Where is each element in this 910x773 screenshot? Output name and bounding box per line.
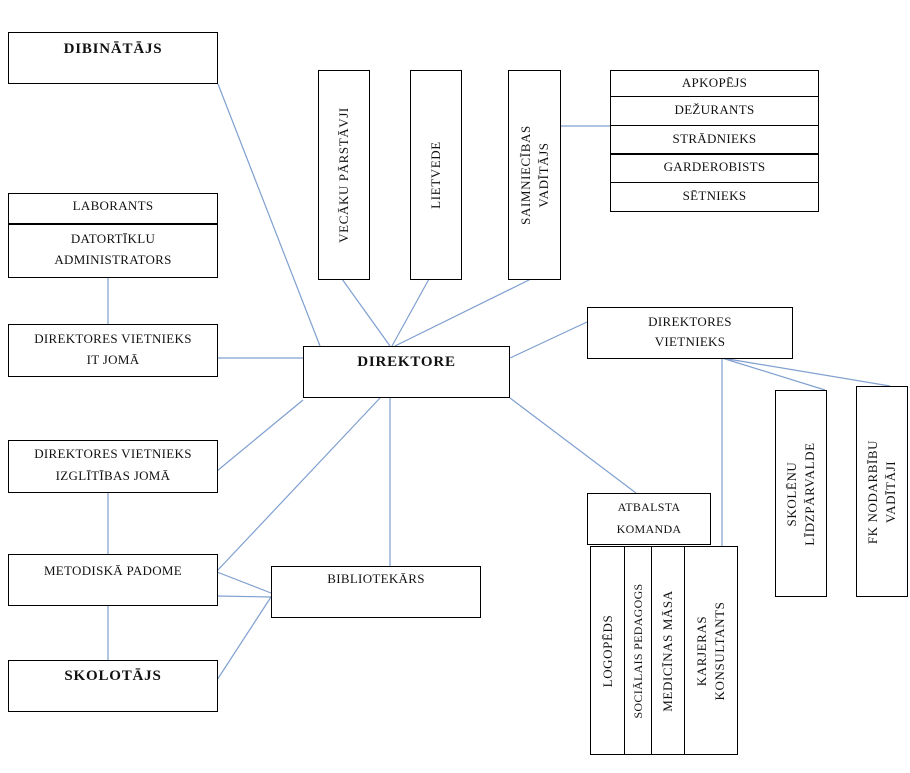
node-datortiklu-line1: DATORTĪKLU	[70, 231, 156, 246]
node-label: LIETVEDE	[428, 141, 443, 209]
node-label: SKOLĒNU LĪDZPĀRVALDE	[783, 442, 819, 545]
divider	[9, 223, 217, 225]
label-line-1: SKOLĒNU	[784, 461, 799, 526]
node-lietvede: LIETVEDE	[410, 70, 462, 280]
divider	[611, 96, 818, 97]
line-direktore-izglitibas	[216, 399, 304, 472]
label-line-2: IT JOMĀ	[86, 352, 140, 367]
label-line-1: KARJERAS	[694, 615, 709, 686]
line-bibliotekars-skolotajs	[216, 596, 272, 681]
node-karjeras-konsultants: KARJERAS KONSULTANTS	[684, 546, 738, 755]
node-label: LOGOPĒDS	[599, 614, 615, 687]
divider	[611, 153, 818, 155]
node-datortiklu-line2: ADMINISTRATORS	[54, 252, 172, 267]
line-direktore-atbalsta	[509, 397, 637, 494]
line-lietvede-direktore	[391, 278, 430, 347]
staff-garderobists: GARDEROBISTS	[663, 159, 766, 174]
node-label: SOCIĀLAIS PEDAGOGS	[631, 582, 645, 719]
divider	[611, 182, 818, 183]
line-saimniecibas-direktore	[394, 278, 532, 347]
node-laborants-group: LABORANTS DATORTĪKLU ADMINISTRATORS	[8, 193, 218, 278]
line-metodiska-bibliotekars-2	[216, 595, 272, 598]
node-logopeds: LOGOPĒDS	[590, 546, 625, 755]
node-label: DIBINĀTĀJS	[63, 41, 163, 57]
node-vecaku-parstavji: VECĀKU PĀRSTĀVJI	[318, 70, 370, 280]
line-metodiska-bibliotekars	[216, 571, 272, 594]
line-vecaku-direktore	[341, 278, 391, 347]
divider	[611, 125, 818, 126]
label-line-2: LĪDZPĀRVALDE	[802, 441, 817, 546]
node-skolenu-lidzparvalde: SKOLĒNU LĪDZPĀRVALDE	[775, 390, 827, 597]
node-label: FK NODARBĪBU VADĪTĀJI	[864, 439, 900, 543]
staff-dezurants: DEŽURANTS	[674, 102, 755, 117]
line-dibinatajs-direktore	[217, 83, 321, 347]
staff-list: APKOPĒJS DEŽURANTS STRĀDNIEKS GARDEROBIS…	[610, 70, 819, 212]
node-label: BIBLIOTEKĀRS	[327, 571, 425, 586]
label-line-2: VADĪTĀJS	[535, 142, 551, 208]
label-line-1: ATBALSTA	[617, 500, 681, 514]
node-medicinas-masa: MEDICĪNAS MĀSA	[651, 546, 685, 755]
node-atbalsta-komanda: ATBALSTA KOMANDA	[587, 493, 711, 545]
node-label: SKOLOTĀJS	[64, 668, 162, 684]
label-line-2: VIETNIEKS	[654, 334, 726, 349]
label-line-1: FK NODARBĪBU	[865, 439, 880, 544]
staff-stradnieks: STRĀDNIEKS	[672, 131, 757, 146]
line-direktore-vietnieks	[509, 321, 588, 359]
node-label: SAIMNIECĪBAS VADĪTĀJS	[517, 125, 553, 225]
node-saimniecibas-vaditajs: SAIMNIECĪBAS VADĪTĀJS	[508, 70, 561, 280]
node-vietnieks-it: DIREKTORES VIETNIEKS IT JOMĀ	[8, 324, 218, 377]
node-bibliotekars: BIBLIOTEKĀRS	[271, 566, 481, 618]
label-line-2: KOMANDA	[616, 522, 682, 536]
label-line-1: SAIMNIECĪBAS	[517, 125, 533, 225]
node-direktores-vietnieks: DIREKTORES VIETNIEKS	[587, 307, 793, 359]
node-socialais-pedagogs: SOCIĀLAIS PEDAGOGS	[624, 546, 652, 755]
staff-apkopejs: APKOPĒJS	[681, 75, 748, 90]
node-vietnieks-izglitibas: DIREKTORES VIETNIEKS IZGLĪTĪBAS JOMĀ	[8, 440, 218, 493]
node-dibinatajs: DIBINĀTĀJS	[8, 32, 218, 84]
label-line-1: DIREKTORES VIETNIEKS	[34, 331, 192, 346]
node-fk-nodarbibu-vaditaji: FK NODARBĪBU VADĪTĀJI	[856, 386, 908, 597]
node-label: KARJERAS KONSULTANTS	[693, 601, 729, 700]
node-skolotajs: SKOLOTĀJS	[8, 660, 218, 712]
label-line-1: DIREKTORES	[648, 314, 732, 329]
line-vietnieks-skolenu	[721, 357, 826, 391]
node-label: VECĀKU PĀRSTĀVJI	[336, 107, 351, 243]
label-line-2: VADĪTĀJI	[883, 460, 898, 523]
label-line-2: KONSULTANTS	[712, 601, 727, 700]
node-label: METODISKĀ PADOME	[43, 563, 183, 578]
node-laborants: LABORANTS	[72, 198, 154, 213]
node-direktore: DIREKTORE	[303, 346, 510, 398]
line-direktore-metodiska	[216, 397, 381, 572]
node-metodiska-padome: METODISKĀ PADOME	[8, 554, 218, 606]
staff-setnieks: SĒTNIEKS	[682, 188, 747, 203]
line-vietnieks-fk	[721, 357, 891, 387]
label-line-1: DIREKTORES VIETNIEKS	[34, 446, 192, 461]
node-label: DIREKTORE	[357, 354, 456, 370]
label-line-2: IZGLĪTĪBAS JOMĀ	[55, 468, 171, 483]
node-label: MEDICĪNAS MĀSA	[660, 589, 675, 712]
